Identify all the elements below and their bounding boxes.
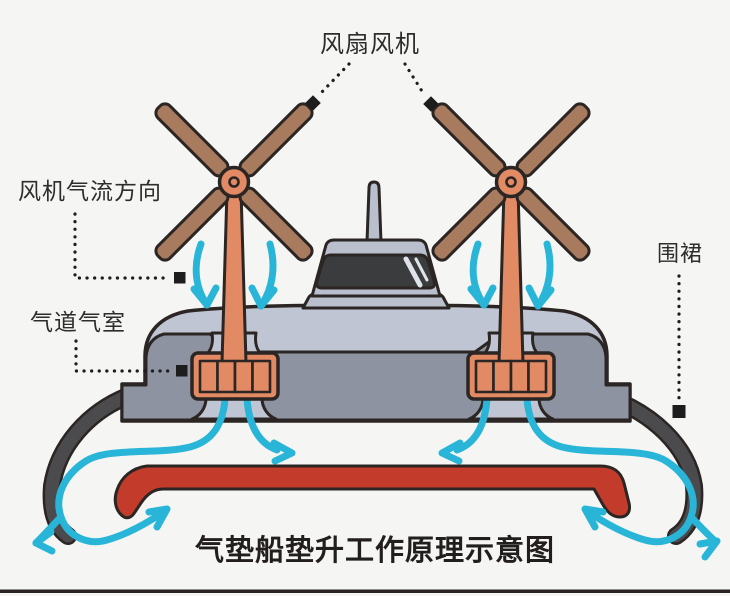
airflow-left-inner-arrowhead — [270, 439, 296, 465]
left-air-nozzle — [190, 396, 278, 421]
downwash-arrowhead — [190, 284, 220, 309]
grille-cell — [251, 359, 272, 394]
fan-label-leader-left — [317, 62, 351, 97]
fan-downwash-arrows — [190, 240, 555, 310]
left-fan-mast — [220, 188, 248, 365]
left-air-chamber — [190, 188, 280, 401]
ground-line — [0, 589, 730, 593]
airflow-left-exit-arrowhead — [32, 528, 56, 555]
airflow-right-exit-arrowhead — [696, 537, 721, 561]
fan-blade — [431, 186, 507, 262]
grille-cell — [509, 359, 530, 394]
right-air-chamber-grille — [474, 359, 548, 394]
leader-lines — [73, 62, 686, 418]
diagram-title: 气垫船垫升工作原理示意图 — [194, 533, 555, 567]
airflow-right-inner-stream — [453, 395, 491, 454]
label-fan: 风扇风机 — [320, 31, 420, 58]
leader-square-marker — [672, 405, 686, 418]
fan-hub-center — [505, 176, 517, 188]
fan-blade — [431, 102, 507, 178]
grille-cell — [492, 359, 513, 394]
underhull-airflow — [32, 395, 721, 561]
airflow-left-loop-stream — [57, 509, 166, 545]
window-reflection-stripe — [403, 256, 423, 288]
grille-cell — [233, 359, 254, 394]
airflow-right-outer-stream — [523, 395, 720, 546]
right-fan — [431, 102, 591, 262]
fan-label-leader-right — [403, 62, 427, 98]
airflow-left-loop-arrowhead — [145, 505, 171, 531]
label-air-duct-chamber: 气道气室 — [30, 309, 126, 335]
cabin-window — [315, 253, 436, 290]
airflow-right-loop-arrowhead — [581, 505, 607, 531]
left-fan — [154, 102, 314, 262]
label-skirt: 围裙 — [657, 241, 703, 266]
grille-cell — [198, 359, 219, 394]
right-fan-mast — [497, 188, 525, 365]
left-air-chamber-grille — [198, 359, 272, 394]
airflow-right-inner-arrowhead — [438, 439, 464, 465]
fan-blade — [515, 186, 591, 262]
chamber-label-leader — [74, 339, 174, 373]
fan-blade — [515, 102, 591, 178]
grille-cell — [527, 359, 548, 394]
fan-blade — [238, 186, 314, 262]
airflow-label-leader — [73, 212, 172, 280]
cabin — [301, 180, 451, 310]
fan-blade — [154, 186, 230, 262]
right-air-chamber — [466, 188, 556, 401]
downwash-arrowhead — [248, 284, 278, 310]
leader-square-marker — [176, 365, 188, 377]
downwash-arrowhead — [467, 284, 497, 309]
leader-square-marker — [174, 272, 186, 284]
grille-cell — [474, 359, 495, 394]
label-fan-airflow-direction: 风机气流方向 — [18, 178, 162, 204]
fan-hub-center — [228, 176, 240, 188]
airflow-left-inner-stream — [243, 395, 281, 454]
downwash-arrowhead — [525, 284, 555, 310]
window-reflection-stripe — [414, 257, 429, 282]
fan-blade — [154, 102, 230, 178]
fan-blade — [238, 102, 314, 178]
airflow-right-loop-stream — [586, 509, 695, 545]
antenna-mast — [365, 180, 383, 244]
airflow-left-outer-stream — [32, 395, 229, 547]
grille-cell — [216, 359, 237, 394]
air-cushion-band — [113, 464, 631, 520]
